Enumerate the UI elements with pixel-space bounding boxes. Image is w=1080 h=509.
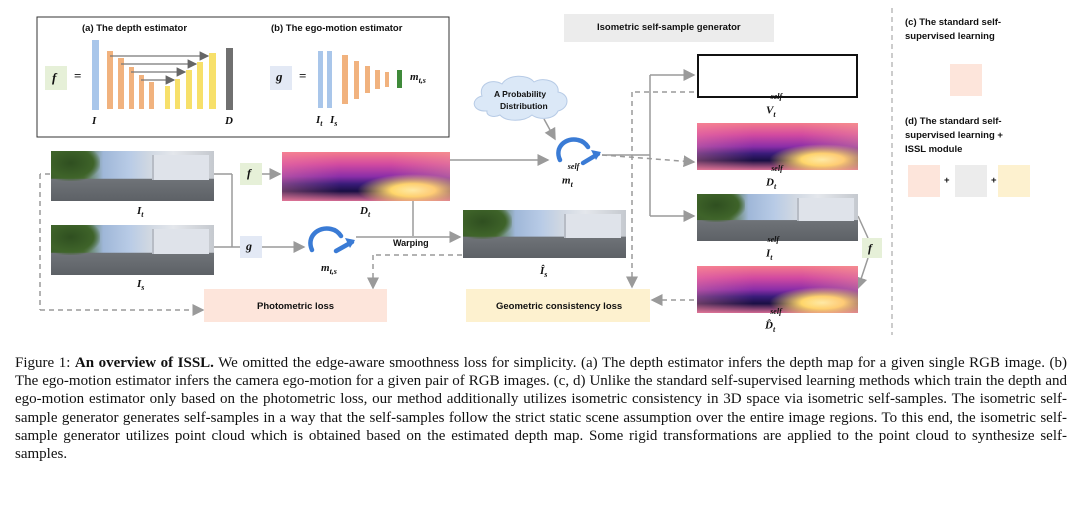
source-image [51, 225, 214, 275]
legend-plus-2: + [991, 175, 997, 186]
f-network-box [240, 163, 262, 185]
depth-map [282, 152, 450, 201]
legend-d-swatch-generator [955, 165, 987, 197]
input-image-label: I [92, 115, 97, 127]
figure-caption: Figure 1: An overview of ISSL. We omitte… [15, 354, 1067, 463]
depth-estimator-network [92, 40, 233, 110]
probability-cloud [473, 75, 568, 121]
g-symbol-box [270, 66, 292, 90]
legend-d-line2: supervised learning + [905, 130, 1003, 141]
generator-title: Isometric self-sample generator [597, 22, 741, 33]
legend-c-line2: supervised learning [905, 31, 995, 42]
legend-d-swatch-photometric [908, 165, 940, 197]
caption-title: An overview of ISSL. [74, 355, 214, 371]
target-image [51, 151, 214, 201]
warped-image [463, 210, 626, 258]
depth-output-label: D [225, 115, 233, 127]
pair-label-s: Is [330, 114, 338, 129]
legend-d-swatch-geometric [998, 165, 1030, 197]
ego-motion-estimator-title: (b) The ego-motion estimator [271, 23, 403, 34]
f-symbol-box [45, 66, 67, 90]
self-predicted-depth-label: D̂tself [765, 307, 782, 334]
self-depth-map-label: Dtself [766, 164, 783, 191]
f-right-symbol: f [868, 241, 872, 255]
equals-sign-b: = [299, 68, 307, 83]
source-image-label: Is [137, 278, 145, 293]
self-depth-map [697, 123, 858, 170]
legend-plus-1: + [944, 175, 950, 186]
ego-motion-output-label: mt,s [410, 71, 426, 86]
legend-d-line1: (d) The standard self- [905, 116, 1002, 127]
self-motion-label: mtself [562, 162, 580, 189]
f-symbol: f [52, 70, 57, 85]
g-symbol: g [276, 69, 283, 84]
self-image-label: Itself [766, 235, 780, 262]
legend-c-swatch [950, 64, 982, 96]
figure-connectors [36, 8, 893, 335]
photometric-loss-box [204, 289, 387, 322]
pair-label-t: It [316, 114, 323, 129]
ego-motion-estimator-network [318, 51, 402, 108]
validity-mask-label: Vtself [766, 92, 783, 119]
g-network-symbol: g [246, 239, 252, 253]
legend-c-line1: (c) The standard self- [905, 17, 1002, 28]
f-right-box [862, 238, 882, 258]
equals-sign-a: = [74, 68, 82, 83]
validity-mask [697, 54, 858, 98]
ego-motion-label: mt,s [321, 262, 337, 277]
probability-text-line2: Distribution [500, 101, 548, 111]
photometric-loss-label: Photometric loss [257, 301, 335, 312]
probability-text-line1: A Probability [494, 89, 547, 99]
self-image [697, 194, 858, 241]
f-network-symbol: f [247, 166, 251, 180]
geometric-loss-label: Geometric consistency loss [496, 301, 623, 312]
depth-map-label: Dt [360, 205, 371, 220]
warping-label: Warping [393, 238, 429, 248]
caption-body: We omitted the edge-aware smoothness los… [15, 355, 1067, 463]
overview-figure: (a) The depth estimator (b) The ego-moti… [36, 8, 1030, 335]
ego-motion-rotation-icon [308, 226, 355, 254]
legend-d-line3: ISSL module [905, 144, 963, 155]
g-network-box [240, 236, 262, 258]
estimator-panel-border [36, 16, 450, 138]
self-predicted-depth-map [697, 266, 858, 313]
warped-image-label: Îs [540, 265, 548, 280]
geometric-loss-box [466, 289, 650, 322]
caption-prefix: Figure 1: [15, 355, 75, 371]
depth-estimator-title: (a) The depth estimator [82, 23, 188, 34]
target-image-label: It [137, 205, 144, 220]
self-motion-rotation-icon [556, 137, 601, 166]
